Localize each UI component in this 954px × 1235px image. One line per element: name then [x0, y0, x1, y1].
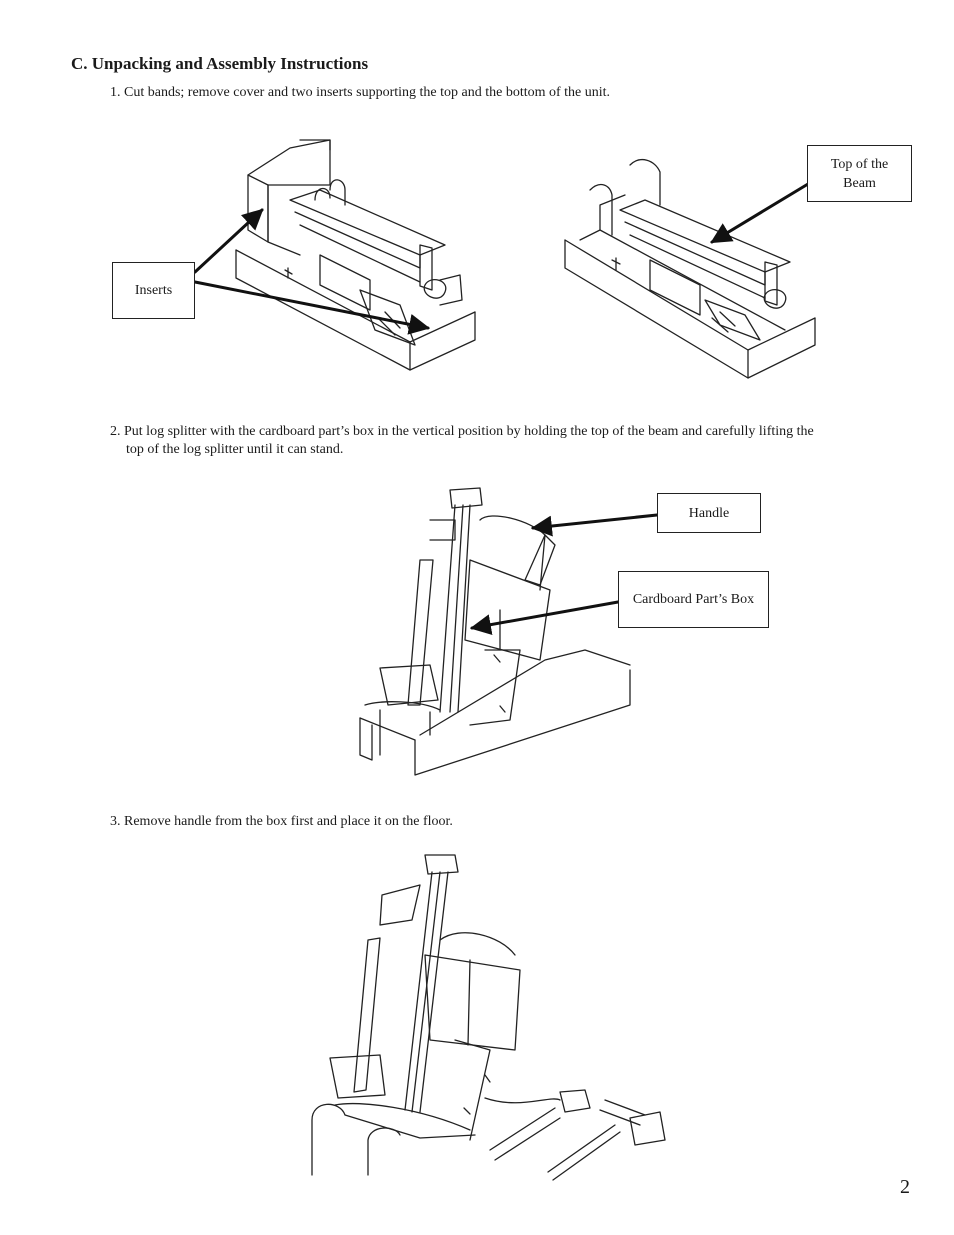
figure-1-left-unit-with-inserts [235, 139, 476, 371]
step-3-text: 3. Remove handle from the box first and … [110, 813, 453, 831]
callout-top-of-beam-line-2: Beam [843, 175, 876, 191]
step-2-text: 2. Put log splitter with the cardboard p… [110, 423, 814, 459]
step-1-line-1: 1. Cut bands; remove cover and two inser… [110, 85, 611, 100]
arrow-inserts-top [193, 208, 264, 274]
callout-handle: Handle [657, 493, 761, 533]
page-number: 2 [900, 1176, 910, 1198]
arrow-inserts-bottom [193, 280, 431, 335]
figure-2-unit-vertical-in-box [359, 487, 631, 776]
callout-top-of-beam-line-1: Top of the [830, 156, 889, 172]
callout-inserts-label: Inserts [134, 283, 173, 298]
arrow-handle [530, 513, 659, 537]
step-1-text: 1. Cut bands; remove cover and two inser… [110, 84, 610, 102]
step-3-line-1: 3. Remove handle from the box first and … [110, 814, 453, 829]
step-2-line-2: top of the log splitter until it can sta… [126, 442, 344, 457]
figure-1-right-unit-without-inserts [564, 159, 816, 379]
callout-handle-label: Handle [688, 505, 730, 521]
arrow-cardboard-box [469, 600, 620, 636]
callout-cardboard-box: Cardboard Part’s Box [618, 571, 769, 628]
callout-top-of-beam: Top of the Beam [807, 145, 912, 202]
arrow-top-of-beam [710, 182, 810, 244]
callout-inserts: Inserts [112, 262, 195, 319]
step-2-line-1: 2. Put log splitter with the cardboard p… [110, 424, 814, 439]
callout-cardboard-box-label: Cardboard Part’s Box [632, 592, 755, 607]
figure-3-handle-on-floor [311, 854, 666, 1181]
section-heading: C. Unpacking and Assembly Instructions [71, 54, 369, 73]
